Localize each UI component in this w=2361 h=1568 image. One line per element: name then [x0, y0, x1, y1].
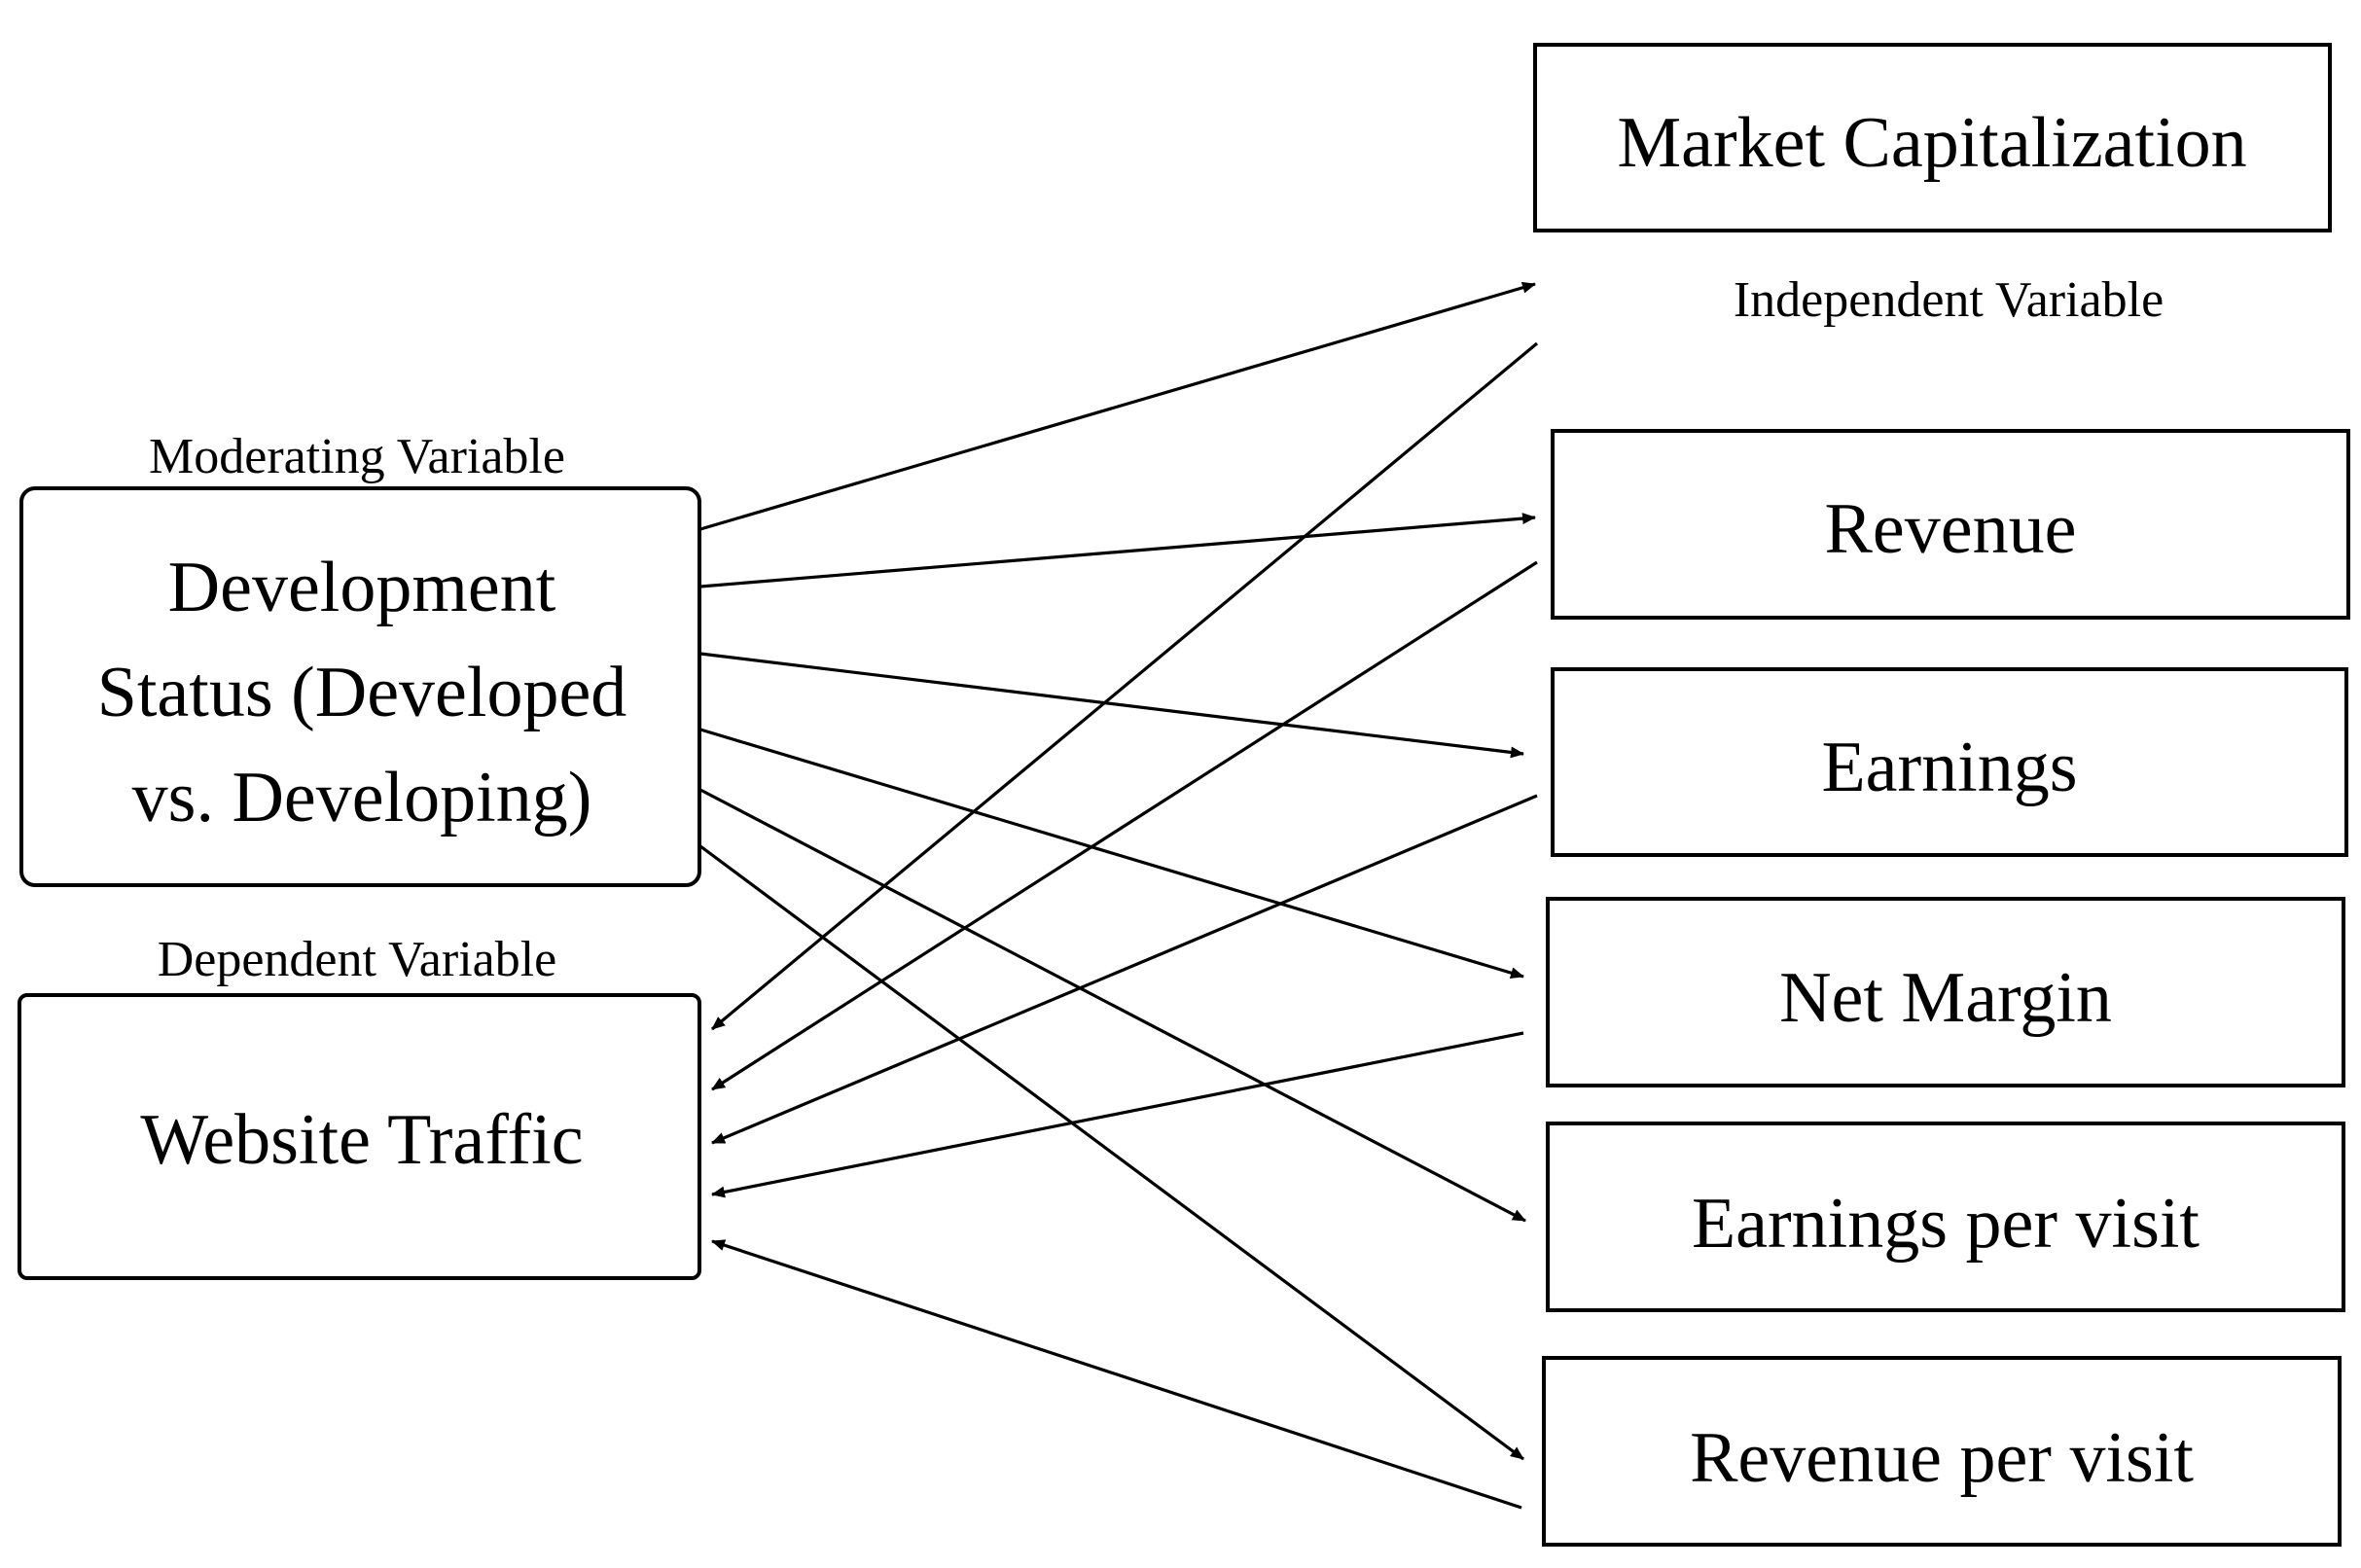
arrow-moderator-to-earnings-per-visit — [699, 788, 1526, 1223]
moderating-variable-line-3: vs. Developing) — [132, 758, 592, 837]
earnings-per-visit-box — [1546, 1122, 2345, 1312]
independent-variable-caption: Independent Variable — [1734, 272, 2164, 328]
revenue-label: Revenue — [1825, 489, 2077, 569]
market-capitalization-label: Market Capitalization — [1617, 103, 2246, 183]
earnings-per-visit-label: Earnings per visit — [1692, 1184, 2200, 1264]
market-capitalization-box — [1533, 43, 2332, 232]
independent-variables: Independent Variable Market Capitalizati… — [1533, 43, 2350, 1547]
moderator-arrows — [699, 281, 1536, 1461]
arrow-net-margin-to-traffic — [711, 1031, 1524, 1198]
arrow-moderator-to-revenue — [699, 513, 1536, 588]
independent-arrows — [710, 341, 1539, 1510]
moderating-variable-line-2: Status (Developed — [97, 653, 627, 732]
revenue-per-visit-box — [1542, 1356, 2342, 1547]
moderating-variable-box — [19, 486, 701, 887]
arrow-revenue-to-traffic — [711, 560, 1538, 1091]
arrow-earnings-to-traffic — [711, 794, 1538, 1145]
dependent-variable: Dependent Variable Website Traffic — [18, 932, 701, 1280]
arrow-moderator-to-net-margin — [699, 728, 1524, 980]
arrow-moderator-to-market-capitalization — [699, 281, 1536, 531]
revenue-box — [1551, 429, 2350, 620]
arrow-moderator-to-revenue-per-visit — [699, 844, 1524, 1461]
moderating-variable-line-1: Development — [168, 548, 556, 627]
moderating-variable: Moderating Variable Development Status (… — [19, 429, 701, 887]
earnings-label: Earnings — [1821, 728, 2077, 807]
earnings-box — [1551, 667, 2348, 857]
revenue-per-visit-label: Revenue per visit — [1690, 1418, 2194, 1498]
moderating-variable-caption: Moderating Variable — [149, 429, 565, 484]
dependent-variable-label: Website Traffic — [140, 1100, 583, 1180]
dependent-variable-caption: Dependent Variable — [158, 932, 557, 987]
net-margin-label: Net Margin — [1779, 958, 2112, 1038]
dependent-variable-box — [18, 993, 701, 1280]
arrow-market-capitalization-to-traffic — [710, 341, 1539, 1031]
net-margin-box — [1546, 897, 2345, 1087]
arrow-revenue-per-visit-to-traffic — [711, 1239, 1522, 1510]
arrow-moderator-to-earnings — [699, 652, 1524, 759]
